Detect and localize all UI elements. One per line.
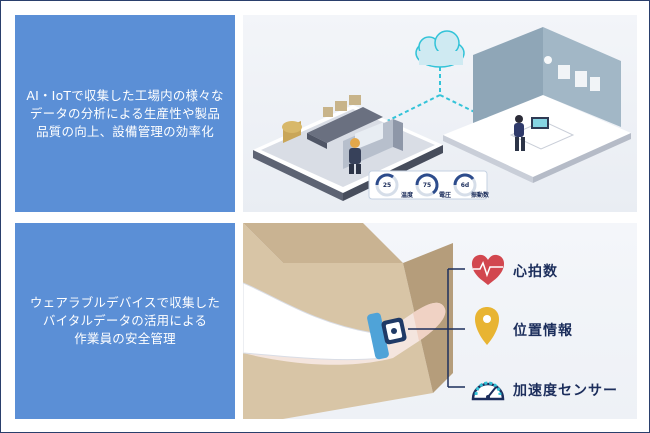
location-label: 位置情報 xyxy=(513,322,573,339)
smartwatch xyxy=(367,312,407,360)
svg-text:6d: 6d xyxy=(461,182,469,189)
svg-text:振動数: 振動数 xyxy=(471,191,490,199)
wearable-illustration: 心拍数 位置情報 xyxy=(243,223,637,419)
gauge-voltage: 75 電圧 xyxy=(415,173,451,199)
location-item: 位置情報 xyxy=(475,307,573,345)
svg-text:電圧: 電圧 xyxy=(439,191,451,199)
gauge-vibration: 6d 振動数 xyxy=(453,173,490,199)
heart-rate-item: 心拍数 xyxy=(471,254,558,285)
svg-text:25: 25 xyxy=(383,182,391,189)
caption-line: 品質の向上、設備管理の効率化 xyxy=(36,123,214,139)
sensor-gauges-panel: 25 温度 75 電圧 6d 振動数 xyxy=(368,170,490,200)
factory-iot-row: AI・IoTで収集した工場内の様々な データの分析による生産性や製品 品質の向上… xyxy=(15,15,637,212)
office-room xyxy=(443,27,631,183)
svg-text:75: 75 xyxy=(423,182,431,189)
gauge-temperature: 25 温度 xyxy=(375,173,414,199)
wearable-vital-row: ウェアラブルデバイスで収集した バイタルデータの活用による 作業員の安全管理 xyxy=(15,223,637,419)
caption-line: 作業員の安全管理 xyxy=(74,331,176,346)
caption-line: AI・IoTで収集した工場内の様々な xyxy=(26,87,224,103)
accelerometer-item: 加速度センサー xyxy=(471,381,618,401)
worker-arm xyxy=(243,282,446,365)
factory-iot-caption: AI・IoTで収集した工場内の様々な データの分析による生産性や製品 品質の向上… xyxy=(15,15,235,212)
speedometer-icon xyxy=(471,381,505,401)
connector-lines xyxy=(408,268,465,388)
caption-line: ウェアラブルデバイスで収集した xyxy=(29,295,221,310)
caption-line: バイタルデータの活用による xyxy=(42,313,208,328)
heart-rate-icon xyxy=(471,254,505,285)
svg-text:温度: 温度 xyxy=(401,191,414,199)
accelerometer-label: 加速度センサー xyxy=(512,382,618,399)
caption-line: データの分析による生産性や製品 xyxy=(29,105,221,121)
wearable-vital-caption: ウェアラブルデバイスで収集した バイタルデータの活用による 作業員の安全管理 xyxy=(15,223,235,419)
cloud-icon xyxy=(415,30,465,68)
location-pin-icon xyxy=(475,307,499,345)
heart-rate-label: 心拍数 xyxy=(513,263,558,280)
worker-figure xyxy=(349,138,361,174)
factory-iot-illustration: 25 温度 75 電圧 6d 振動数 xyxy=(243,15,637,212)
